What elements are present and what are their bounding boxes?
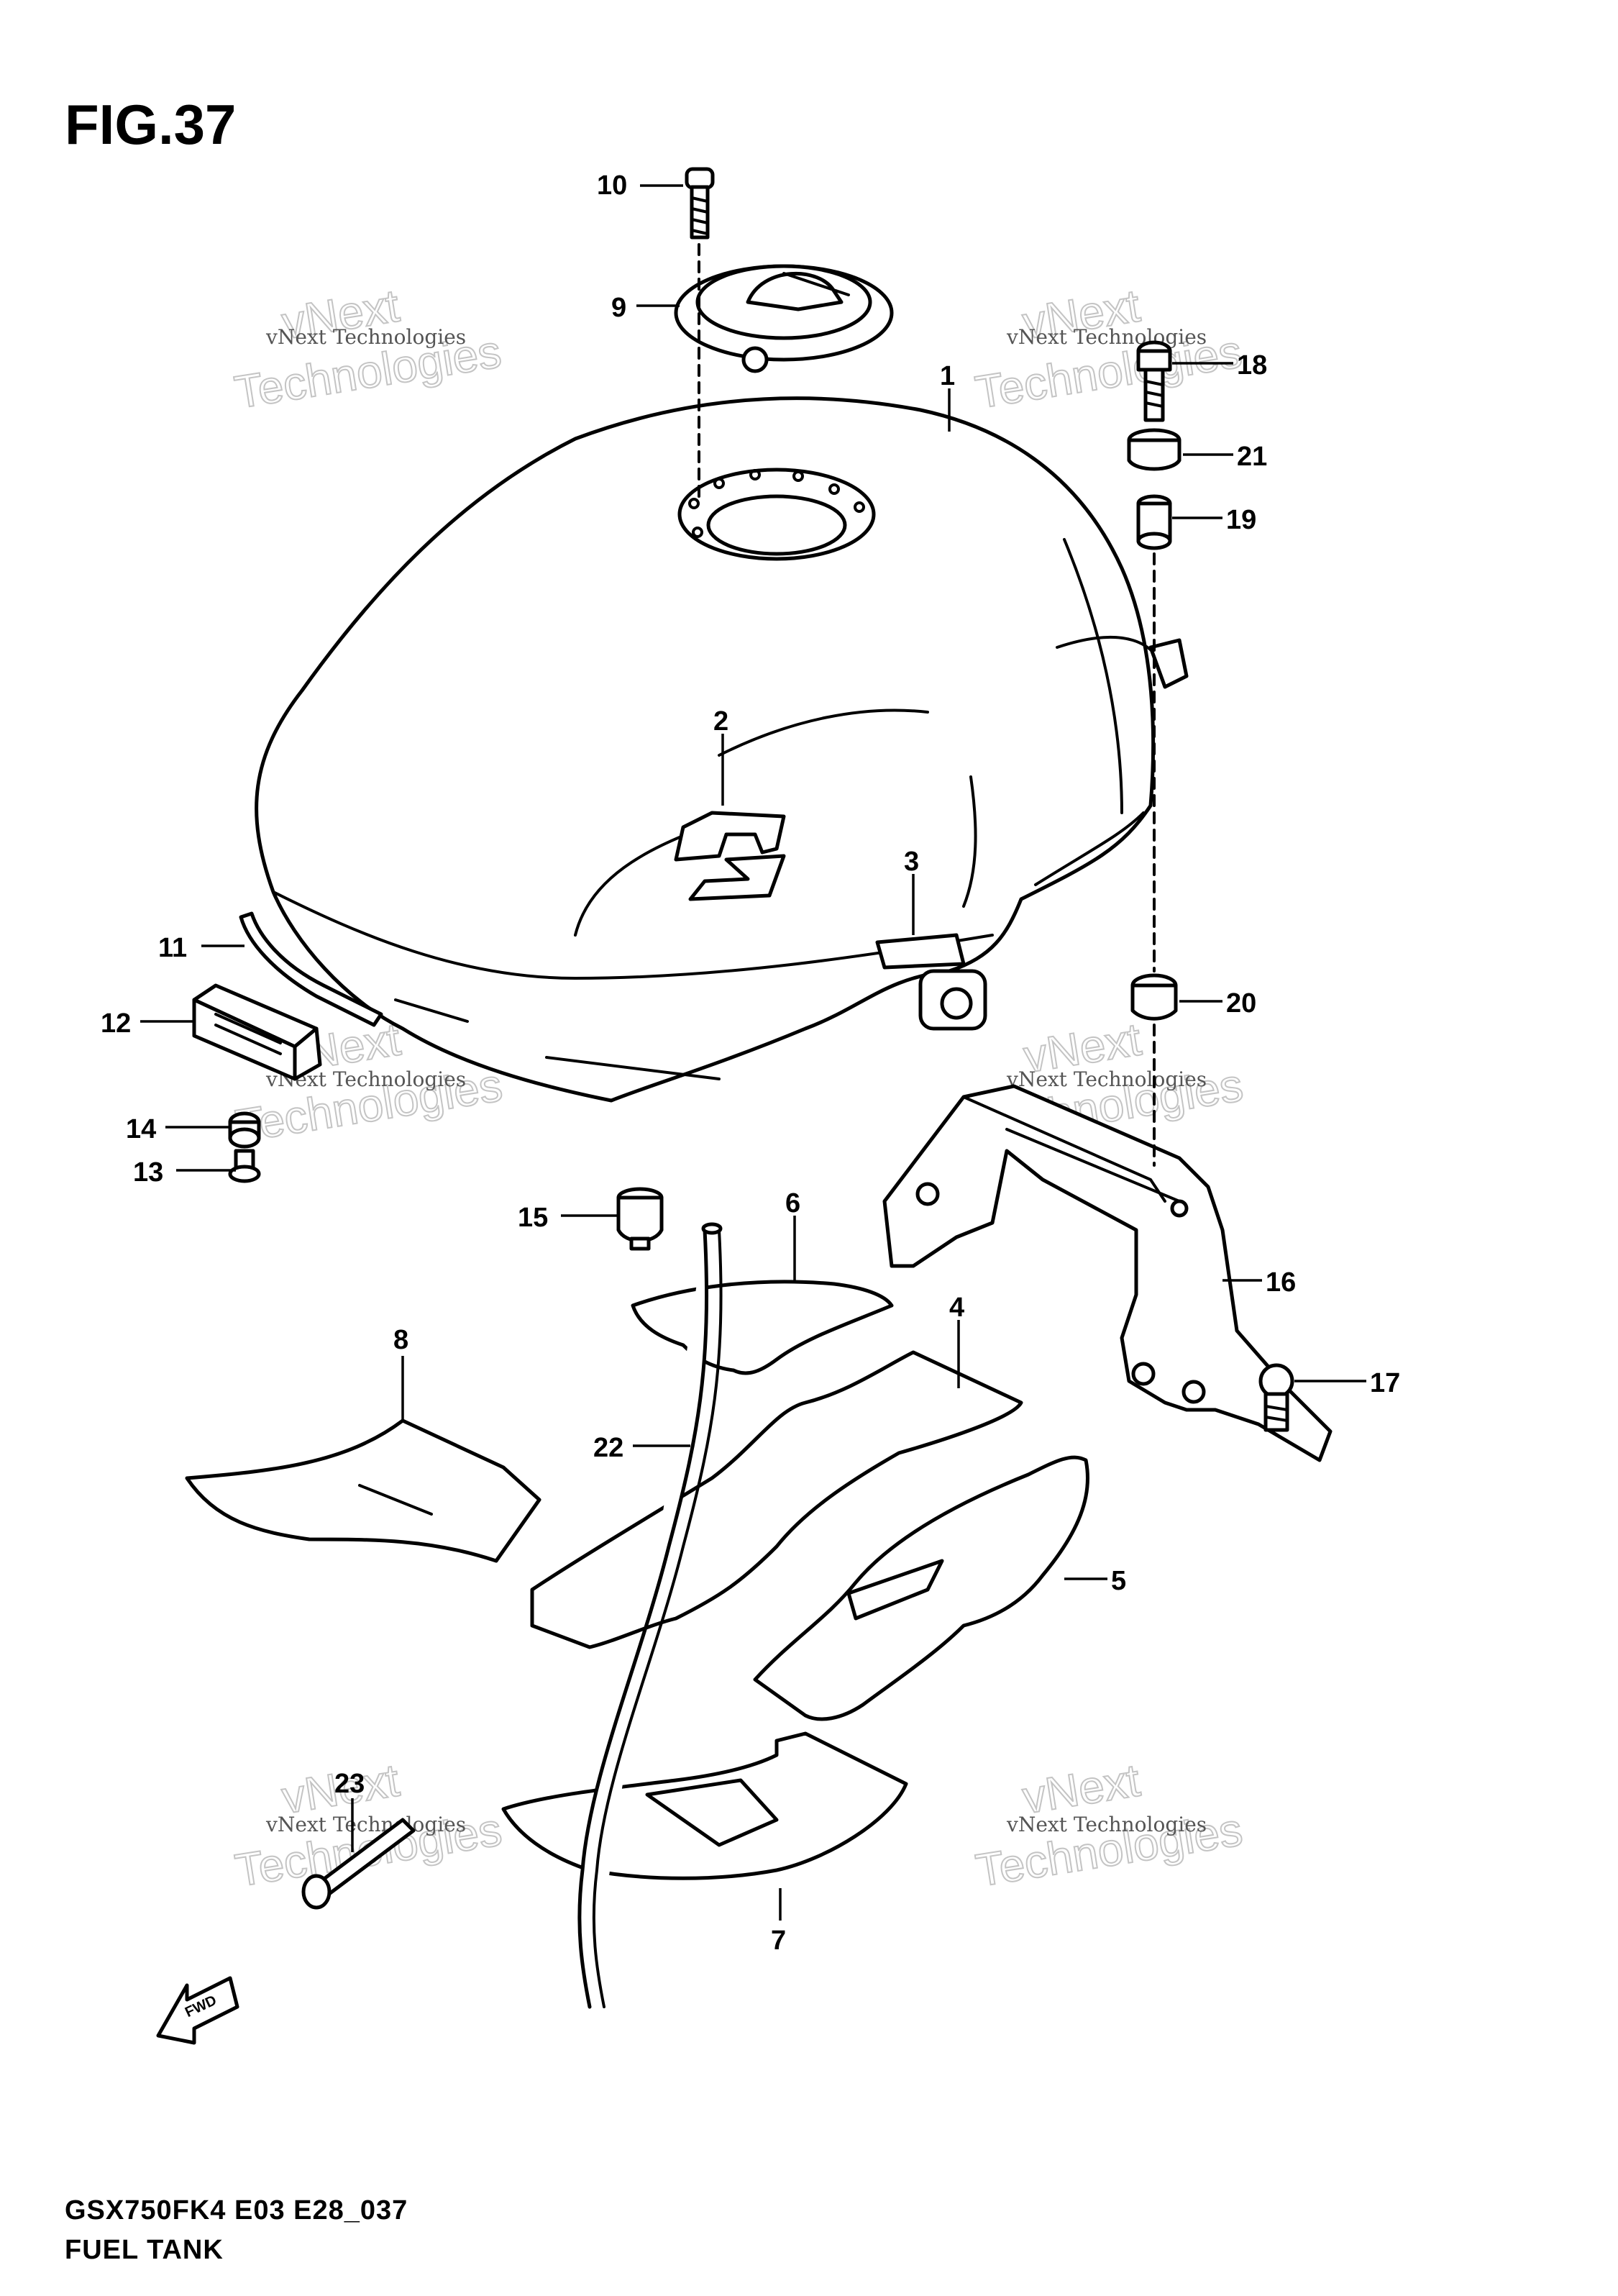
callout-16: 16 <box>1266 1267 1296 1298</box>
callout-13: 13 <box>133 1157 163 1188</box>
callout-10: 10 <box>597 170 627 201</box>
tank-emblem <box>674 811 786 901</box>
callout-8: 8 <box>393 1325 408 1355</box>
callout-12: 12 <box>101 1008 131 1039</box>
tank-bracket-pad <box>875 933 966 970</box>
watermark-small: vNext Technologies <box>1006 1067 1207 1091</box>
watermark-small: vNext Technologies <box>1006 1813 1207 1836</box>
cushion-side <box>185 1418 541 1563</box>
figure-title: FIG.37 <box>65 93 236 156</box>
callout-2: 2 <box>713 706 728 737</box>
front-mount-cushion <box>192 983 322 1081</box>
callout-9: 9 <box>611 293 626 323</box>
rubber-cushion <box>616 1187 664 1251</box>
callout-19: 19 <box>1226 505 1256 535</box>
callout-1: 1 <box>940 361 955 391</box>
cushion-front <box>631 1280 894 1375</box>
callout-20: 20 <box>1226 988 1256 1019</box>
callout-7: 7 <box>771 1926 786 1956</box>
spacer <box>1136 494 1172 550</box>
bracket-bolt <box>1258 1363 1294 1432</box>
watermark-small: vNext Technologies <box>265 325 466 349</box>
figure-caption: FUEL TANK <box>65 2235 224 2265</box>
callout-23: 23 <box>334 1769 365 1799</box>
callout-17: 17 <box>1370 1368 1400 1398</box>
forward-arrow-icon: FWD <box>156 1976 239 2045</box>
collar <box>1127 428 1181 471</box>
callout-15: 15 <box>518 1203 548 1233</box>
callouts: 10 9 1 2 3 11 12 14 13 15 6 4 8 <box>101 170 1400 1956</box>
heat-insulator-middle <box>753 1455 1089 1721</box>
watermark-small: vNext Technologies <box>265 1813 466 1836</box>
mount-collar <box>228 1111 261 1149</box>
cap-bolt <box>685 167 715 240</box>
mount-bolt <box>228 1149 261 1183</box>
callout-18: 18 <box>1237 350 1267 381</box>
fuel-cap <box>674 264 894 373</box>
callout-22: 22 <box>593 1433 623 1463</box>
side-trim-strip <box>239 911 383 1027</box>
drain-hose-end <box>701 1222 723 1235</box>
callout-5: 5 <box>1111 1566 1126 1596</box>
hose-clamp <box>301 1818 416 1910</box>
rear-cushion <box>1130 973 1178 1021</box>
drain-hose <box>577 1228 709 2009</box>
heat-insulator-lower <box>501 1731 908 1880</box>
watermark-small: vNext Technologies <box>1006 325 1207 349</box>
callout-21: 21 <box>1237 442 1267 472</box>
fuel-tank <box>255 396 1189 1103</box>
callout-11: 11 <box>158 933 187 963</box>
rear-bolt <box>1136 340 1172 422</box>
rear-bracket <box>882 1084 1333 1462</box>
callout-4: 4 <box>949 1293 964 1323</box>
callout-3: 3 <box>904 847 919 877</box>
model-code: GSX750FK4 E03 E28_037 <box>65 2195 408 2226</box>
callout-6: 6 <box>785 1188 800 1218</box>
callout-14: 14 <box>126 1114 156 1144</box>
drain-hose-edge <box>592 1229 723 2008</box>
